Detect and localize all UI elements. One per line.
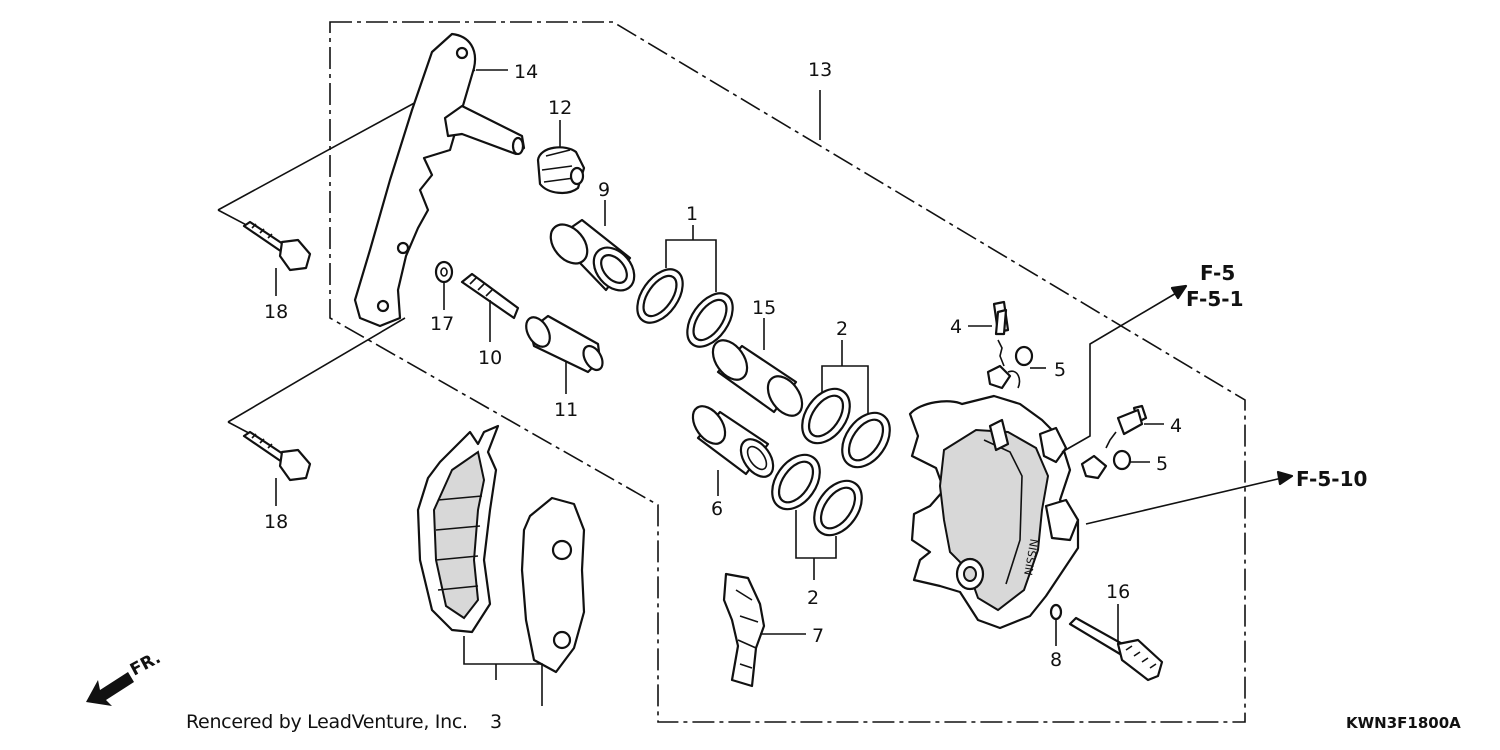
part-18-bolt-bottom (242, 430, 312, 482)
callout-1: 1 (686, 203, 698, 225)
callout-15: 15 (752, 297, 776, 319)
part-9-sleeve (549, 218, 636, 292)
front-direction-arrow-icon (86, 672, 134, 706)
leader-1 (665, 225, 717, 292)
part-8-washer (1049, 603, 1063, 621)
callout-16: 16 (1106, 581, 1130, 603)
reference-f5-10: F-5-10 (1296, 467, 1367, 491)
callout-17: 17 (430, 313, 454, 335)
leader-3 (463, 636, 543, 706)
caliper-brand-mark: NISSIN (1022, 538, 1041, 577)
part-14-bracket (353, 32, 526, 328)
part-5-cap-right (1080, 449, 1132, 480)
part-7-pad-spring (722, 572, 766, 688)
callout-5-top: 5 (1054, 359, 1066, 381)
callout-12: 12 (548, 97, 572, 119)
arrow-f510 (1276, 470, 1294, 486)
part-1-seals (636, 268, 734, 348)
part-11-pin (525, 314, 604, 374)
front-direction-label: FR. (127, 648, 164, 680)
leader-f5 (1061, 291, 1179, 453)
leader-2-lower (795, 510, 837, 580)
part-18-bolt-top (242, 220, 312, 272)
diagram-code: KWN3F1800A (1346, 714, 1461, 732)
callout-5-right: 5 (1156, 453, 1168, 475)
part-12-boot (536, 146, 586, 194)
leader-f510 (1085, 477, 1283, 525)
part-4-bleeder-right (1105, 404, 1148, 449)
callout-10: 10 (478, 347, 502, 369)
part-2-seals-lower (771, 453, 863, 537)
assembly-boundary (329, 21, 1246, 723)
part-17-washer (434, 260, 454, 284)
part-16-pin-bolt (1068, 616, 1164, 682)
callout-2-lower: 2 (807, 587, 819, 609)
caliper-body (908, 394, 1080, 630)
part-10-pin-bolt (460, 272, 520, 320)
callout-6: 6 (711, 498, 723, 520)
part-6-piston (691, 405, 775, 478)
callout-9: 9 (598, 179, 610, 201)
callout-18-top: 18 (264, 301, 288, 323)
leader-bolt-bottom (227, 317, 406, 423)
part-15-piston (711, 339, 804, 417)
part-2-seals-upper (801, 387, 891, 469)
callout-3: 3 (490, 711, 502, 733)
arrow-f5 (1170, 284, 1188, 300)
leader-2-upper (821, 340, 869, 414)
reference-f5-1: F-5-1 (1186, 287, 1243, 311)
reference-f5: F-5 (1200, 261, 1235, 285)
callout-13: 13 (808, 59, 832, 81)
callout-11: 11 (554, 399, 578, 421)
part-4-bleeder-top (992, 300, 1010, 367)
callout-4-top: 4 (950, 316, 962, 338)
part-5-cap-top (986, 345, 1034, 390)
callout-14: 14 (514, 61, 538, 83)
part-3-pad-inner (520, 496, 586, 674)
render-credit: Rencered by LeadVenture, Inc. (186, 711, 468, 733)
callout-18-bottom: 18 (264, 511, 288, 533)
callout-4-right: 4 (1170, 415, 1182, 437)
callout-2-upper: 2 (836, 318, 848, 340)
callout-7: 7 (812, 625, 824, 647)
callout-8: 8 (1050, 649, 1062, 671)
part-3-pad-outer (416, 424, 500, 634)
